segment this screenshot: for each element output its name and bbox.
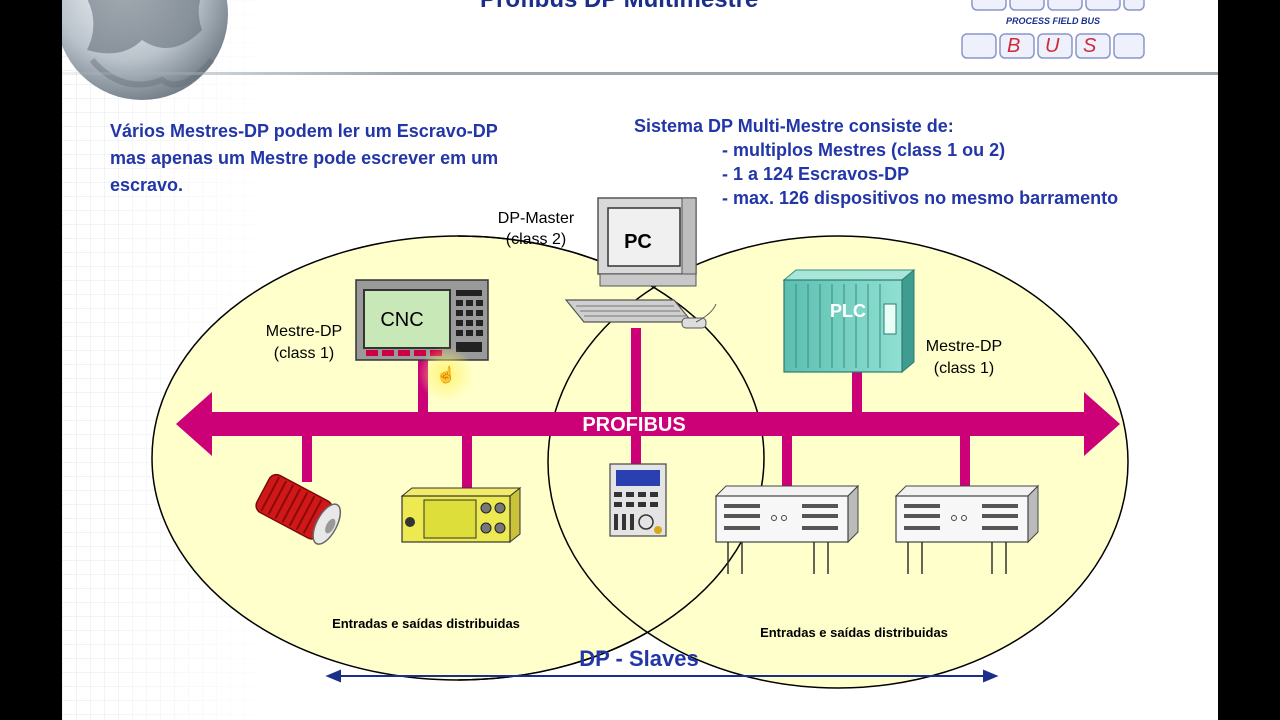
multimaster-diagram: PROFIBUS PC DP-Master (class 2) [151,197,1129,689]
right-description: Sistema DP Multi-Mestre consiste de: - m… [634,114,1118,210]
cnc-label: CNC [380,309,423,331]
plc-label: PLC [830,301,866,321]
dp-slaves-label: DP - Slaves [579,646,698,671]
slide: Profibus DP Multimestre PROCESS FIELD BU… [62,0,1218,720]
mestre-left-class-label: (class 1) [274,345,334,362]
right-text-bullet: - 1 a 124 Escravos-DP [722,164,910,184]
right-text-bullet: - max. 126 dispositivos no mesmo barrame… [722,188,1119,208]
mestre-right-label: Mestre-DP [926,338,1002,355]
hand-cursor-icon: ☝ [436,365,456,384]
slide-title: Profibus DP Multimestre [480,0,758,14]
drive-slave-icon [255,473,342,545]
logo-letter-b: B [1007,35,1020,57]
pc-label: PC [624,231,652,253]
pointer-highlight: ☝ [418,346,474,402]
rack-slave-icon [714,484,860,574]
logo-caption: PROCESS FIELD BUS [1006,16,1100,26]
io-left-label: Entradas e saídas distribuidas [332,616,520,631]
dp-master-label: DP-Master [498,210,575,227]
profibus-bus [176,392,1120,456]
left-description: Vários Mestres-DP podem ler um Escravo-D… [110,118,498,199]
right-text-bullet: - multiplos Mestres (class 1 ou 2) [722,140,1006,160]
plc-icon [782,268,916,374]
title-divider [62,72,1218,75]
logo-letter-s: S [1083,35,1097,57]
mestre-right-class-label: (class 1) [934,360,994,377]
logo-letter-u: U [1045,35,1060,57]
left-text-line: Vários Mestres-DP podem ler um Escravo-D… [110,121,498,141]
cnc-icon [355,279,489,361]
operator-panel-slave-icon [609,463,667,537]
slaves-range-arrow [325,669,999,683]
io-module-slave-icon [400,486,522,544]
rack-slave-icon [894,484,1040,574]
mestre-left-label: Mestre-DP [266,323,342,340]
left-text-line: escravo. [110,175,184,195]
master-domain-right [547,235,1129,689]
right-text-heading: Sistema DP Multi-Mestre consiste de: [634,116,954,136]
left-text-line: mas apenas um Mestre pode escrever em um [110,148,499,168]
profibus-logo: PROCESS FIELD BUS B U S [961,0,1145,59]
pc-master-icon [564,197,717,329]
io-right-label: Entradas e saídas distribuidas [760,625,948,640]
dp-master-class-label: (class 2) [506,231,566,248]
bus-label: PROFIBUS [582,414,685,436]
